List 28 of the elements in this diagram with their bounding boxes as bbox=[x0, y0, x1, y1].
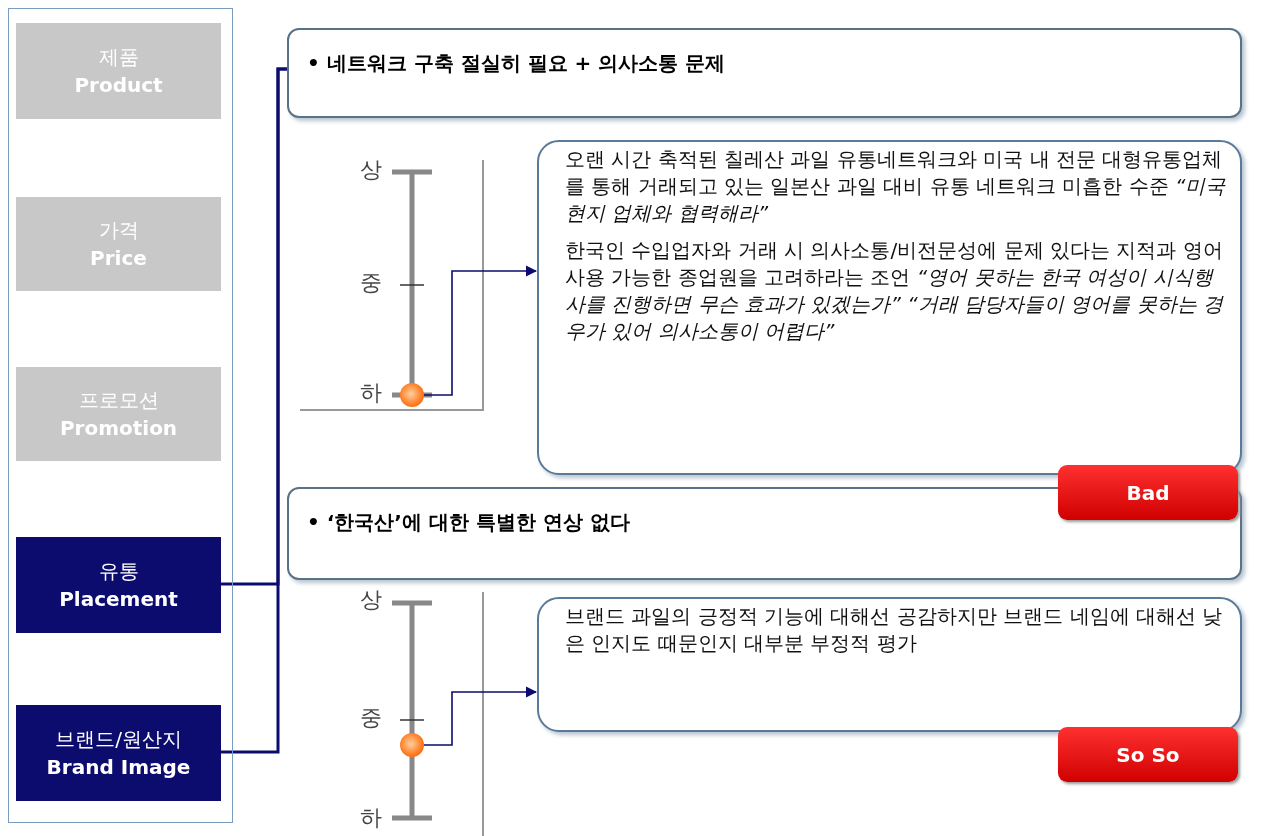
category-label: Brand Image bbox=[46, 754, 191, 781]
category-box bbox=[16, 705, 221, 801]
rating-dot bbox=[400, 733, 424, 757]
category-box bbox=[16, 537, 221, 633]
comment-text: 오랜 시간 축적된 칠레산 과일 유통네트워크와 미국 내 전문 대형유통업체를 통해 거래되고 있는 일본산 과일 대비 유통 네트워크 미흡한 수준 “미국 현지 업체와 협력해라” bbox=[565, 146, 1226, 227]
category-box bbox=[16, 367, 221, 461]
summary-box: • 네트워크 구축 절실히 필요 + 의사소통 문제 bbox=[287, 28, 1242, 118]
scale-label: 중 bbox=[360, 704, 382, 732]
scale-label: 중 bbox=[360, 269, 382, 297]
rating-badge: So So bbox=[1058, 727, 1238, 782]
category-name: 유통 bbox=[98, 558, 139, 585]
scale-label: 상 bbox=[360, 156, 382, 184]
arrow bbox=[423, 686, 538, 746]
rating-badge: Bad bbox=[1058, 465, 1238, 520]
scale-label: 하 bbox=[360, 379, 382, 407]
category-box bbox=[16, 197, 221, 291]
category-label: Placement bbox=[59, 586, 178, 613]
arrow bbox=[423, 265, 538, 396]
category-box bbox=[16, 23, 221, 119]
comment-box bbox=[537, 140, 1242, 475]
rating-dot bbox=[400, 383, 424, 407]
connector-line bbox=[220, 67, 287, 754]
category-name: 브랜드/원산지 bbox=[55, 726, 182, 753]
side-panel bbox=[8, 8, 233, 823]
comment-text: 한국인 수입업자와 거래 시 의사소통/비전문성에 문제 있다는 지적과 영어 사용 가능한 종업원을 고려하라는 조언 “영어 못하는 한국 여성이 시식행사를 진행하면 무슨 효과가 있겠는가” “거래 담당자들이 영어를 못하는 경우가 있어 의사소통이 어렵다” bbox=[565, 237, 1225, 345]
comment-box: 브랜드 과일의 긍정적 기능에 대해선 공감하지만 브랜드 네임에 대해선 낮은 인지도 때문인지 대부분 부정적 평가 bbox=[537, 597, 1242, 732]
scale-label: 상 bbox=[360, 586, 382, 614]
scale-label: 하 bbox=[360, 804, 382, 832]
